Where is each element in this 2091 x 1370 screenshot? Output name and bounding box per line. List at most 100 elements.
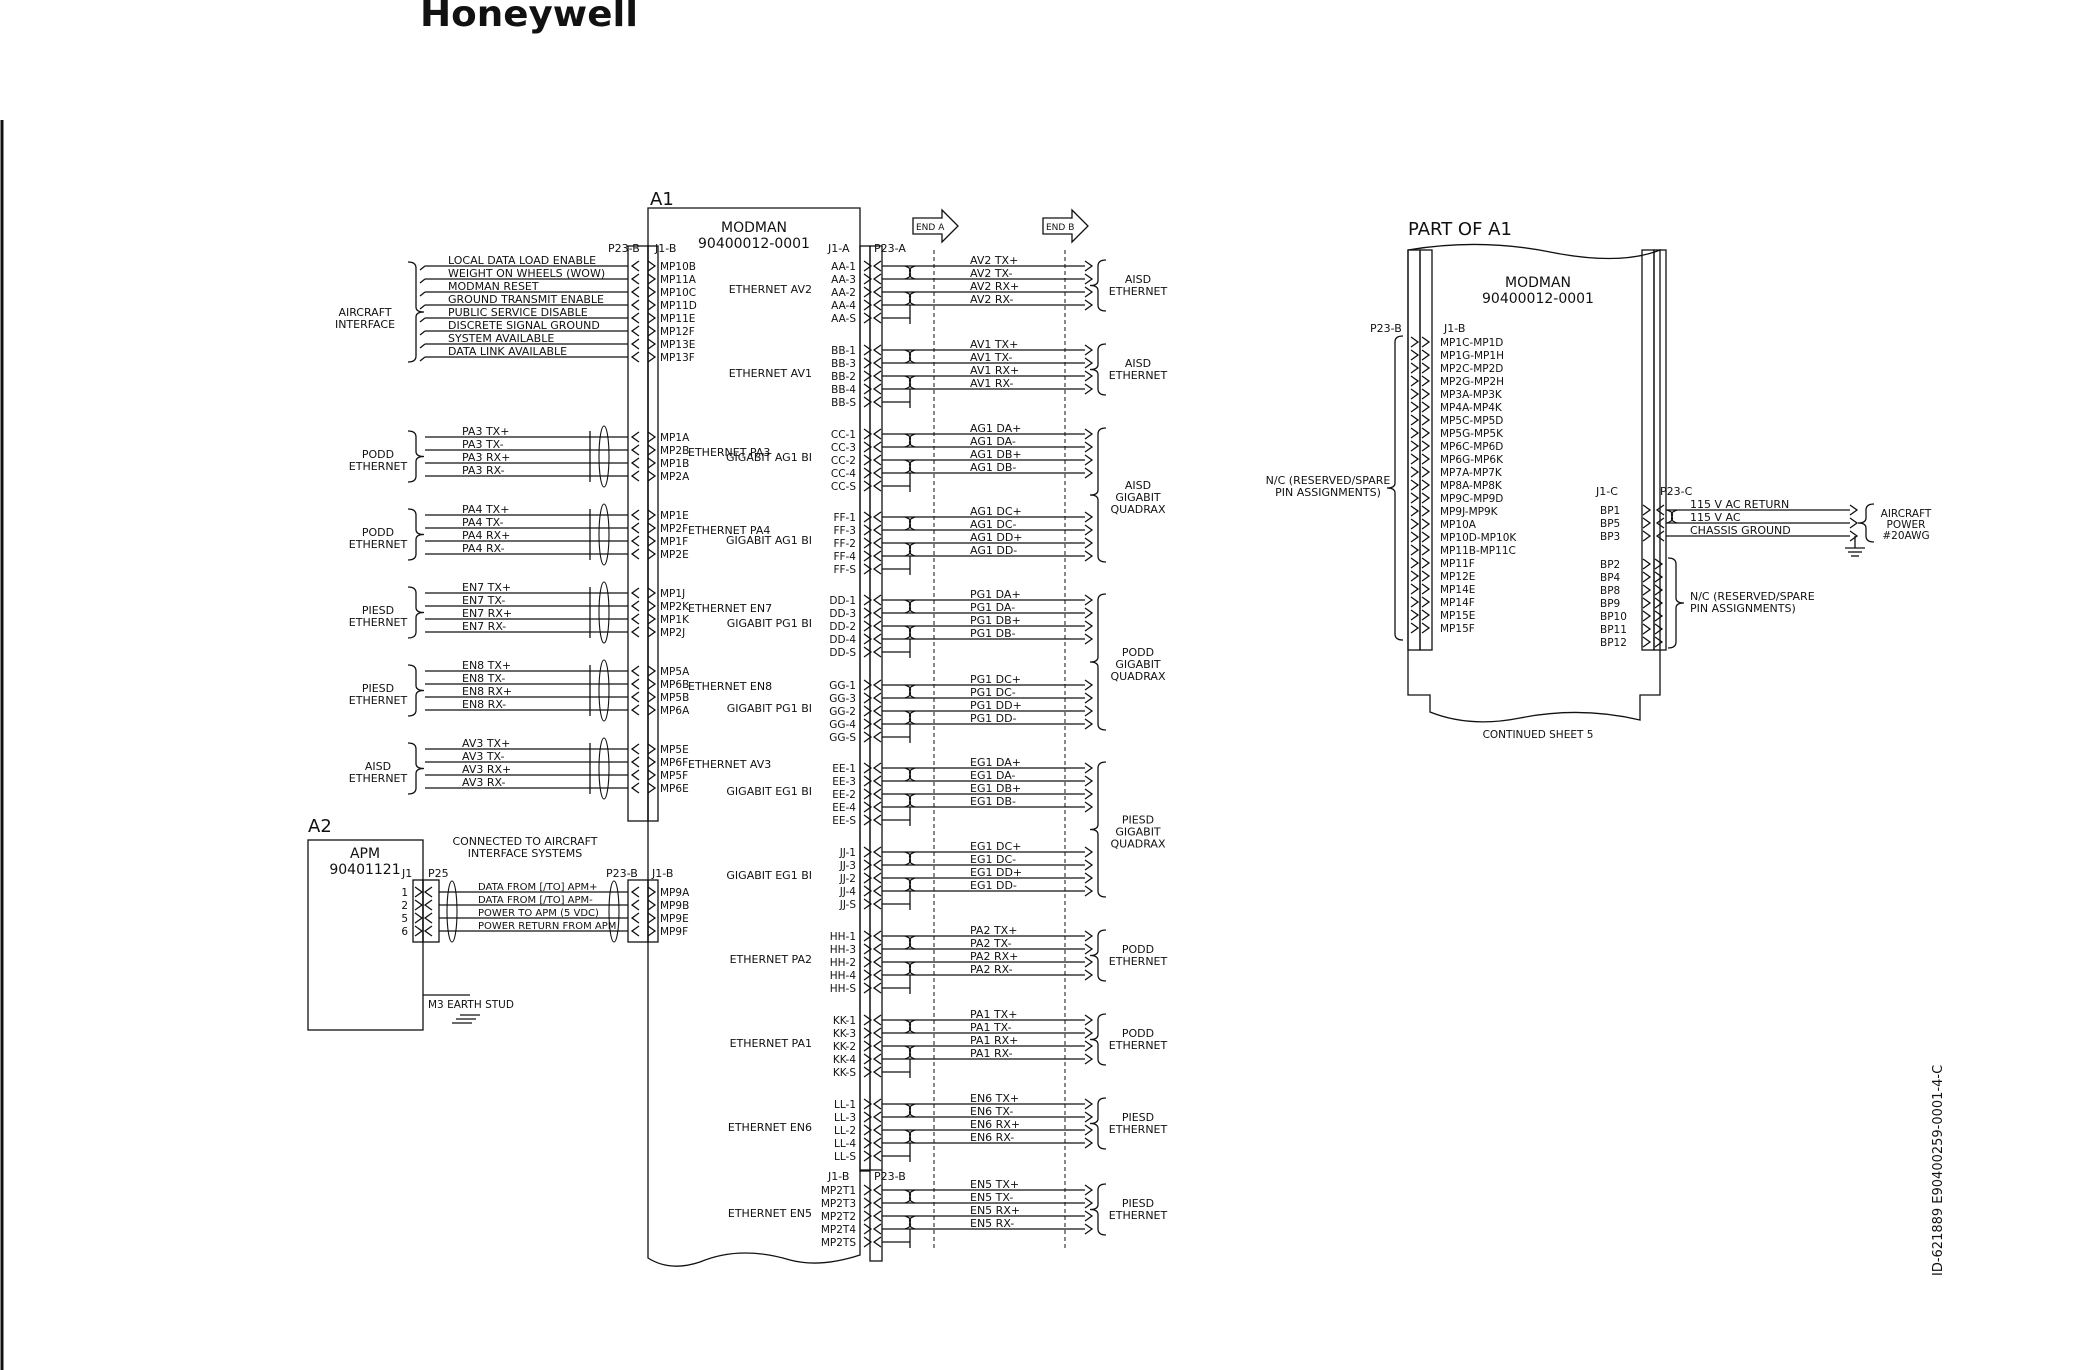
left-signal-label: PA3 TX+ [462,425,509,438]
right-signal-label: AG1 DA+ [970,422,1021,435]
right-pin-label: FF-1 [833,512,856,524]
pin-contact [1421,427,1431,439]
pin-contact [872,1210,882,1222]
left-signal-label: EN8 RX- [462,698,506,711]
left-signal-label: EN7 RX+ [462,607,512,620]
end-a-label: END A [916,223,945,233]
pin-contact [863,762,873,774]
right-pin-label: KK-1 [833,1015,856,1027]
pin-contact [1084,956,1094,968]
left-pin-label: MP2E [660,549,689,561]
right-port-label: GIGABIT EG1 BI [726,869,812,882]
bracket [1089,259,1107,312]
pin-contact [1084,1040,1094,1052]
pin-contact [863,1053,873,1065]
pin-contact [1084,273,1094,285]
pin-contact [1084,1111,1094,1123]
right-signal-label: AG1 DB- [970,461,1016,474]
pin-contact [630,626,640,638]
pin-contact [1421,609,1431,621]
right-pin-label: AA-S [831,313,856,325]
pin-contact [1421,349,1431,361]
right-port-label: ETHERNET EN5 [728,1207,812,1220]
bracket [407,430,425,483]
apm-signal-label: DATA FROM [/TO] APM- [478,895,593,906]
pin-contact [1410,570,1420,582]
pin-contact [1642,623,1652,635]
right-signal-label: PG1 DB- [970,627,1016,640]
part-pin-label: MP14E [1440,584,1475,596]
right-pin-label: HH-1 [830,931,856,943]
right-signal-label: PG1 DB+ [970,614,1021,627]
pin-contact [1410,401,1420,413]
pin-contact [630,444,640,456]
left-signal-label: PA4 RX- [462,542,505,555]
pin-contact [872,633,882,645]
bracket [1667,557,1685,649]
pin-contact [647,338,657,350]
right-signal-label: AV2 TX- [970,267,1013,280]
document-id: ID-621889 E90400259-0001-4-C [1931,1065,1946,1276]
part-pin-label: MP2G-MP2H [1440,376,1504,388]
apm-dest-pin-label: MP9F [660,926,688,938]
pin-contact [1410,336,1420,348]
pin-contact [863,1236,873,1248]
bracket [407,261,425,363]
cable-shield [608,880,620,943]
pin-contact [1410,557,1420,569]
pin-contact [863,550,873,562]
pin-contact [872,801,882,813]
pin-contact [630,769,640,781]
power-pin-label: BP5 [1600,518,1620,530]
a2-part: 90401121 [329,862,400,878]
pin-contact [1084,383,1094,395]
pin-contact [630,665,640,677]
spare-pin-label: BP12 [1600,637,1627,649]
pin-contact [1421,622,1431,634]
pin-contact [647,351,657,363]
right-signal-label: AV1 RX+ [970,364,1019,377]
apm-signal-label: POWER TO APM (5 VDC) [478,908,599,919]
right-pin-label: BB-1 [831,345,856,357]
pin-contact [863,885,873,897]
j1-b-part-label: J1-B [1443,322,1465,335]
wire-end [419,356,426,362]
pin-contact [872,1053,882,1065]
pin-contact [630,273,640,285]
pin-contact [872,1027,882,1039]
pin-contact [414,912,424,924]
pin-contact [863,454,873,466]
pin-contact [1654,636,1664,648]
cable-shield [598,737,610,800]
continued-sheet-label: CONTINUED SHEET 5 [1483,729,1594,741]
pin-contact [863,898,873,910]
right-signal-label: PA2 TX- [970,937,1012,950]
pin-contact [872,1197,882,1209]
pin-contact [1084,679,1094,691]
a1-part: 90400012-0001 [698,236,810,252]
part-pin-label: MP6C-MP6D [1440,441,1503,453]
pin-contact [863,428,873,440]
pin-contact [630,912,640,924]
pin-contact [863,357,873,369]
pin-contact [1421,375,1431,387]
pin-contact [872,441,882,453]
pin-contact [1084,441,1094,453]
pin-contact [863,1027,873,1039]
pin-contact [863,969,873,981]
twisted-pair [904,961,916,976]
pin-contact [1084,1137,1094,1149]
pin-contact [1084,885,1094,897]
p23-a-label: P23-A [874,242,906,255]
left-pin-label: MP2J [660,627,685,639]
pin-contact [1654,623,1664,635]
pin-contact [647,444,657,456]
left-pin-label: MP1F [660,536,688,548]
part-pin-label: MP15F [1440,623,1475,635]
j1-a-label: J1-A [827,242,850,255]
pin-contact [872,1014,882,1026]
right-signal-label: PG1 DA+ [970,588,1021,601]
